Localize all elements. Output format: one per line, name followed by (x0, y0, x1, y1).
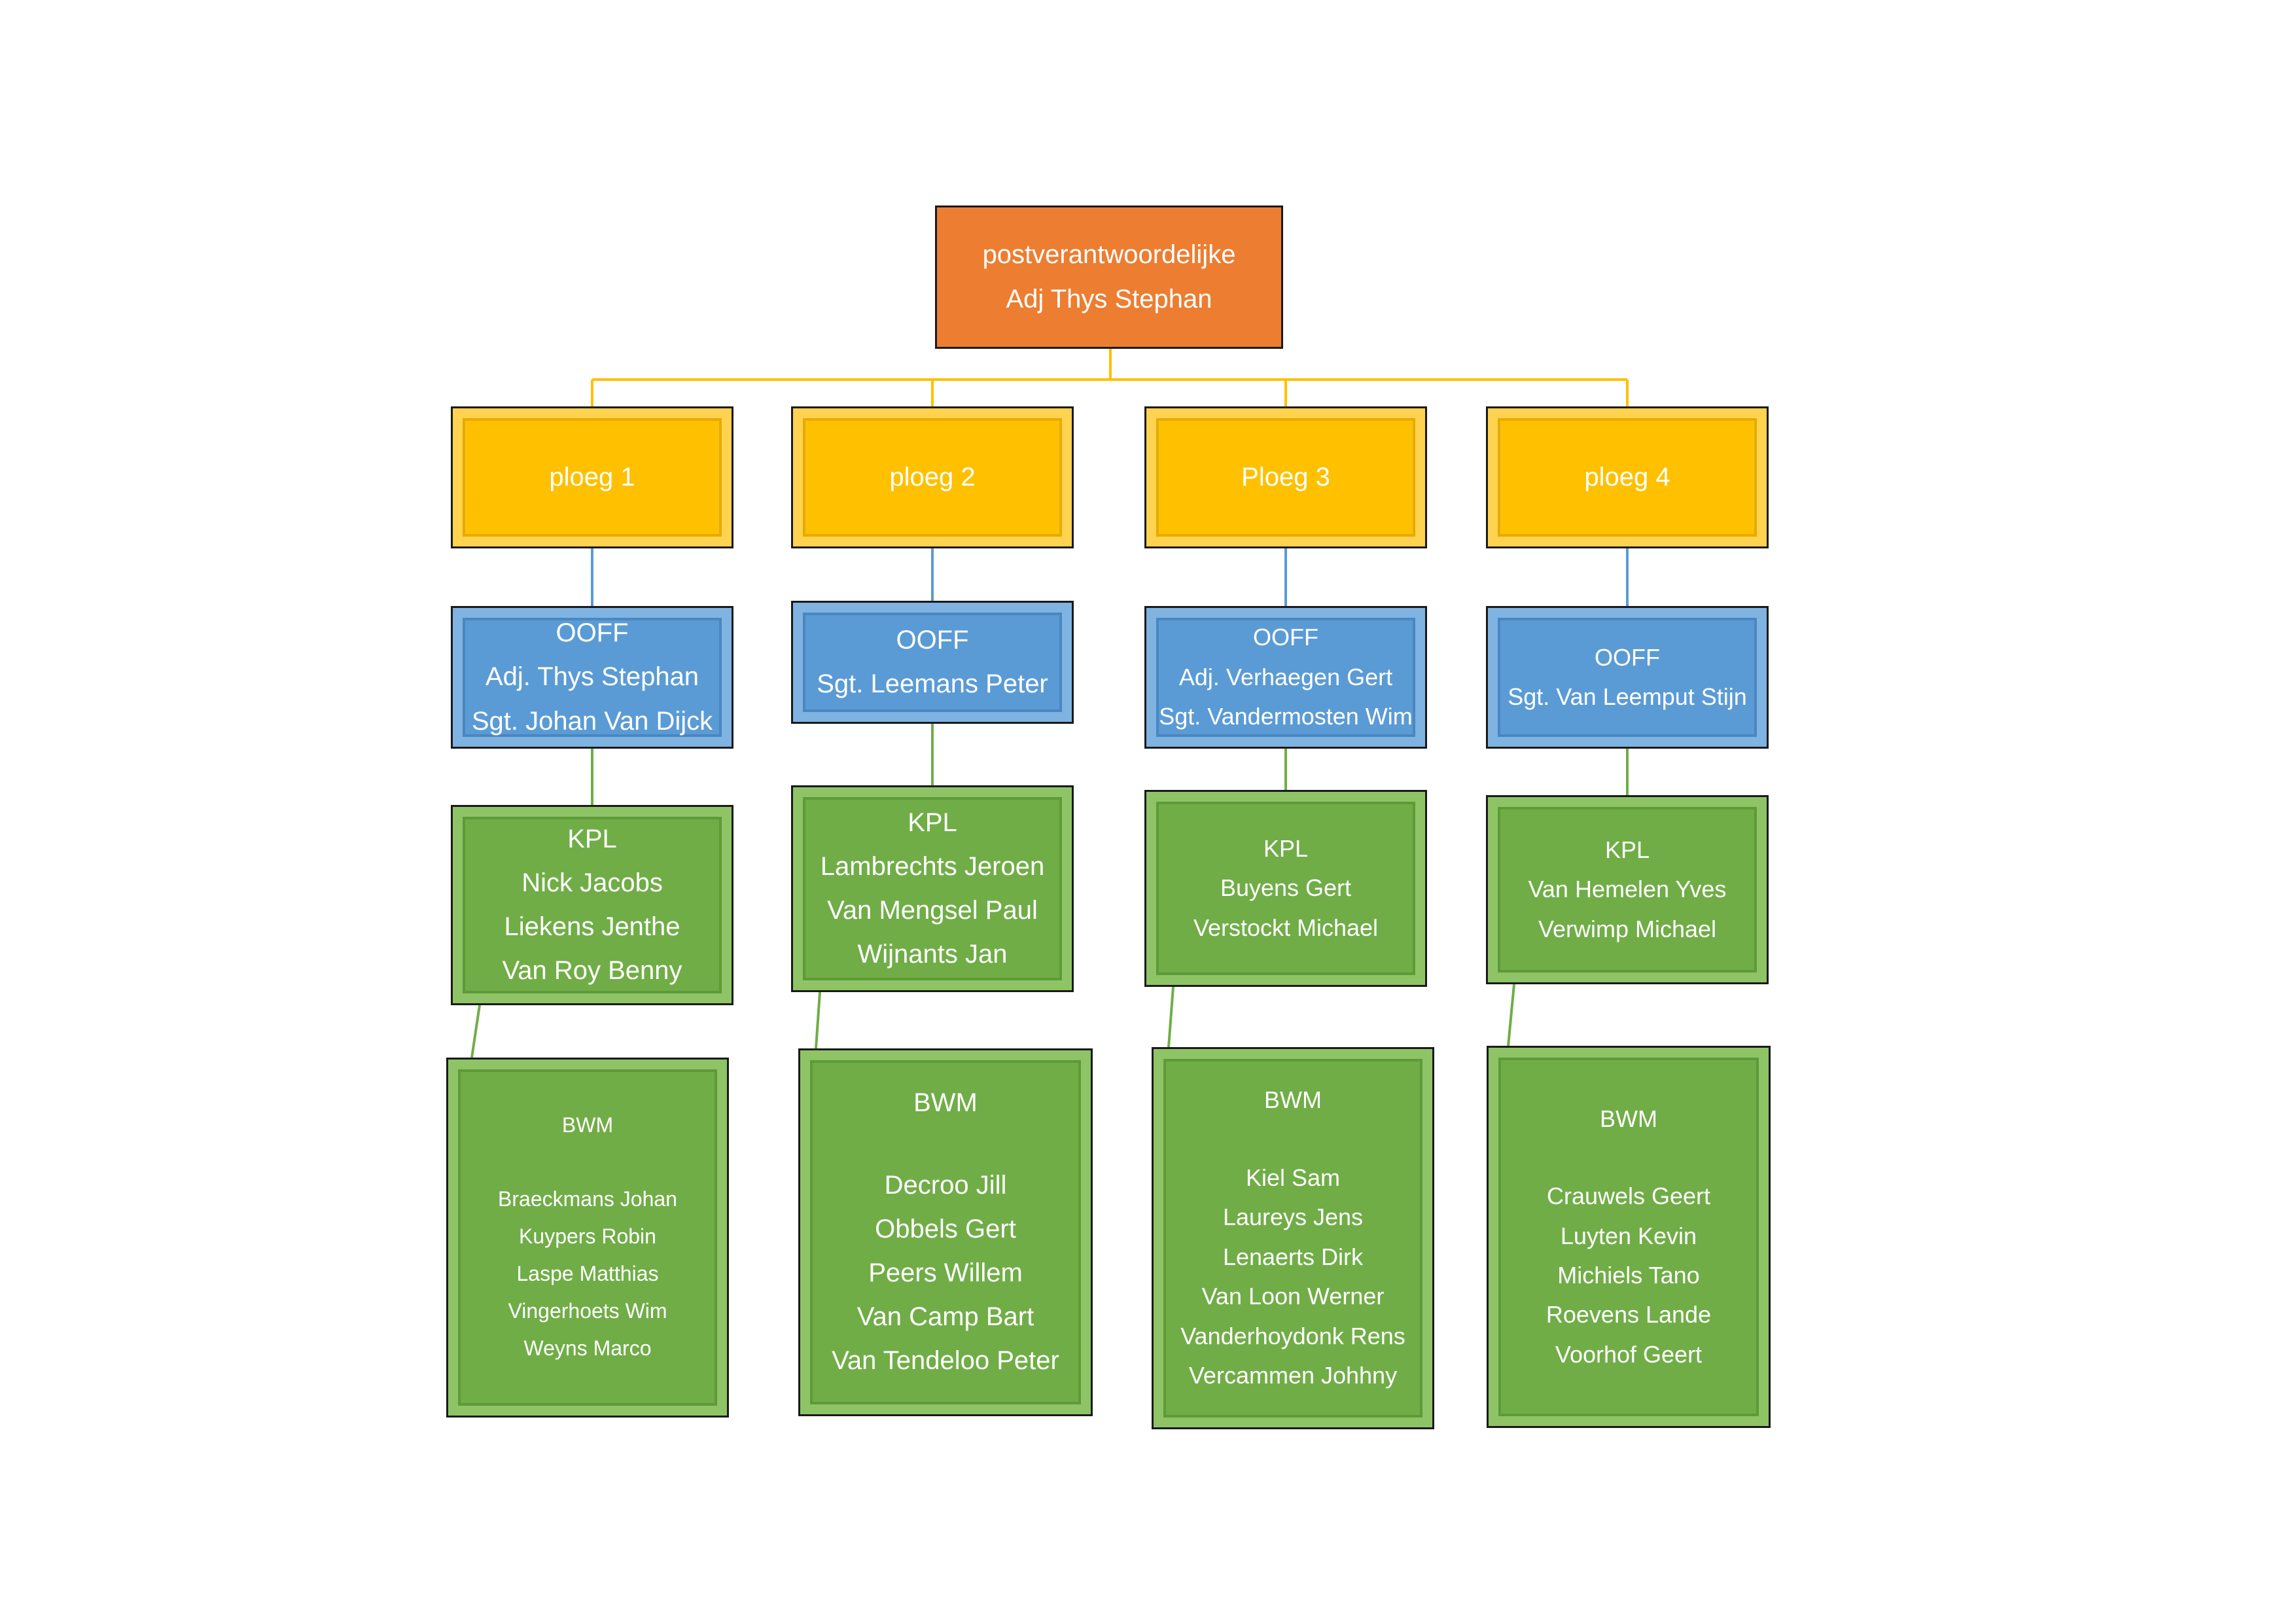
ooff-title: OOFF (1253, 624, 1318, 651)
kpl-member: Verstockt Michael (1193, 914, 1379, 941)
bwm-member: Roevens Lande (1545, 1301, 1712, 1329)
bwm-member: Voorhof Geert (1555, 1340, 1703, 1368)
kpl-title: KPL (908, 808, 957, 837)
kpl-member: Lambrechts Jeroen (820, 851, 1045, 881)
ooff-member: Sgt. Van Leemput Stijn (1508, 683, 1747, 710)
kpl-member: Wijnants Jan (857, 940, 1008, 969)
ooff-member: Sgt. Vandermosten Wim (1159, 703, 1413, 730)
ooff-node-4: OOFF Sgt. Van Leemput Stijn (1486, 606, 1769, 749)
root-name: Adj Thys Stephan (1006, 284, 1212, 313)
kpl-member: Van Roy Benny (502, 956, 682, 986)
bwm-node-4: BWM Crauwels Geert Luyten Kevin Michiels… (1487, 1046, 1771, 1428)
team-label: ploeg 4 (1584, 462, 1670, 491)
bwm-member: Laspe Matthias (516, 1262, 659, 1286)
team-node-1: ploeg 1 (451, 406, 733, 548)
kpl-node-4: KPL Van Hemelen Yves Verwimp Michael (1486, 795, 1769, 984)
kpl-title: KPL (567, 824, 617, 853)
bwm-member: Van Loon Werner (1201, 1283, 1385, 1310)
connector-bwm-4 (1507, 984, 1515, 1046)
bwm-member: Vingerhoets Wim (508, 1299, 667, 1323)
ooff-node-2: OOFF Sgt. Leemans Peter (791, 601, 1074, 724)
bwm-member: Van Tendeloo Peter (832, 1346, 1059, 1376)
team-node-4: ploeg 4 (1486, 406, 1769, 548)
kpl-node-1: KPL Nick Jacobs Liekens Jenthe Van Roy B… (451, 805, 733, 1005)
bwm-title: BWM (561, 1113, 614, 1137)
bwm-member: Decroo Jill (884, 1170, 1007, 1200)
kpl-node-3: KPL Buyens Gert Verstockt Michael (1144, 790, 1427, 987)
bwm-member: Kiel Sam (1245, 1164, 1341, 1191)
connector-bwm-3 (1167, 986, 1174, 1048)
bwm-node-3: BWM Kiel Sam Laureys Jens Lenaerts Dirk … (1152, 1047, 1434, 1429)
bwm-member: Van Camp Bart (857, 1302, 1034, 1332)
team-label: ploeg 2 (889, 462, 976, 491)
kpl-member: Liekens Jenthe (504, 912, 680, 941)
bwm-title: BWM (1600, 1105, 1657, 1132)
ooff-node-3: OOFF Adj. Verhaegen Gert Sgt. Vandermost… (1144, 606, 1427, 749)
kpl-node-2: KPL Lambrechts Jeroen Van Mengsel Paul W… (791, 785, 1074, 992)
bwm-member: Braeckmans Johan (498, 1187, 677, 1211)
ooff-title: OOFF (556, 618, 629, 648)
team-node-3: Ploeg 3 (1144, 406, 1427, 548)
bwm-member: Luyten Kevin (1560, 1222, 1697, 1249)
bwm-node-2: BWM Decroo Jill Obbels Gert Peers Willem… (798, 1048, 1093, 1416)
connector-bwm-1 (470, 1005, 481, 1058)
bwm-member: Lenaerts Dirk (1222, 1243, 1364, 1270)
kpl-member: Van Hemelen Yves (1528, 876, 1727, 903)
team-node-2: ploeg 2 (791, 406, 1074, 548)
kpl-member: Verwimp Michael (1538, 915, 1717, 942)
bwm-member: Vercammen Johhny (1188, 1362, 1398, 1389)
bwm-member: Crauwels Geert (1546, 1183, 1711, 1210)
ooff-member: Adj. Thys Stephan (485, 662, 699, 692)
ooff-member: Adj. Verhaegen Gert (1178, 663, 1393, 690)
team-label: ploeg 1 (549, 462, 635, 491)
bwm-node-1: BWM Braeckmans Johan Kuypers Robin Laspe… (446, 1058, 729, 1418)
kpl-member: Van Mengsel Paul (827, 896, 1038, 925)
bwm-member: Obbels Gert (875, 1214, 1016, 1243)
ooff-member: Sgt. Johan Van Dijck (471, 706, 713, 736)
root-title: postverantwoordelijke (982, 240, 1236, 270)
ooff-title: OOFF (896, 625, 969, 654)
ooff-node-1: OOFF Adj. Thys Stephan Sgt. Johan Van Di… (451, 606, 733, 749)
ooff-title: OOFF (1595, 643, 1660, 671)
root-node: postverantwoordelijke Adj Thys Stephan (935, 205, 1283, 349)
bwm-member: Laureys Jens (1222, 1204, 1364, 1231)
kpl-title: KPL (1604, 836, 1650, 863)
kpl-title: KPL (1263, 834, 1309, 862)
bwm-member: Peers Willem (868, 1258, 1023, 1287)
kpl-member: Buyens Gert (1220, 874, 1352, 902)
kpl-member: Nick Jacobs (521, 868, 663, 897)
team-label: Ploeg 3 (1241, 462, 1330, 491)
ooff-member: Sgt. Leemans Peter (817, 669, 1048, 698)
bwm-title: BWM (1264, 1086, 1322, 1114)
bwm-title: BWM (913, 1088, 978, 1118)
bwm-member: Vanderhoydonk Rens (1180, 1322, 1405, 1349)
bwm-member: Weyns Marco (523, 1336, 652, 1361)
bwm-member: Kuypers Robin (519, 1224, 656, 1249)
bwm-member: Michiels Tano (1557, 1262, 1700, 1289)
connector-bwm-2 (815, 991, 821, 1049)
